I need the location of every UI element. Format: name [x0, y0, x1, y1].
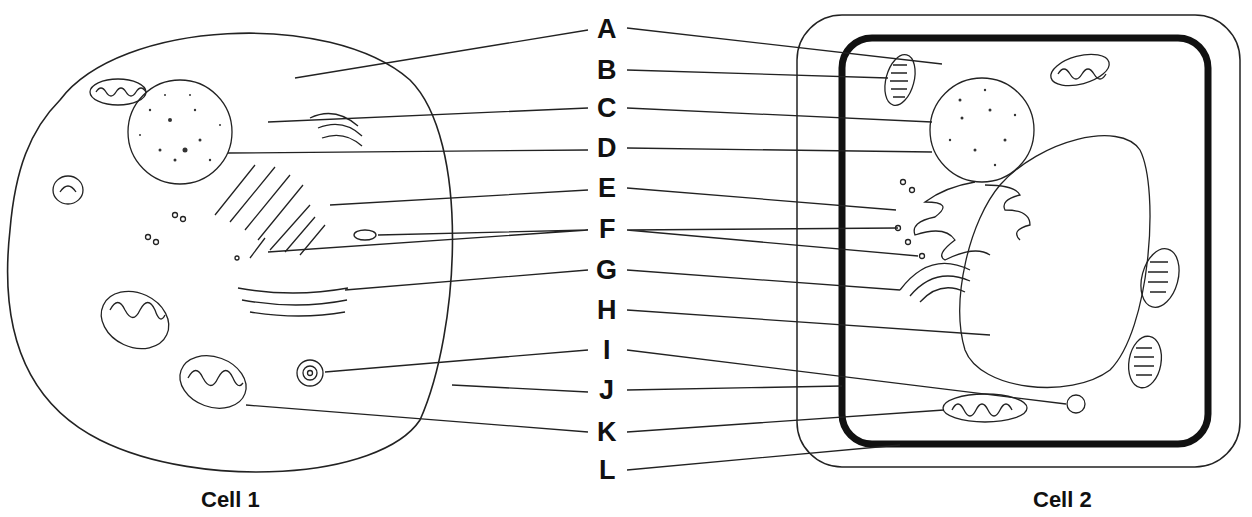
callout-letter: K — [597, 419, 617, 446]
callout-letter: I — [603, 337, 611, 364]
callout-letter: B — [597, 57, 617, 84]
callout-letter: E — [598, 175, 616, 202]
callout-letter: F — [599, 216, 616, 243]
cell-caption: Cell 1 — [201, 489, 260, 511]
callout-letter: A — [597, 16, 617, 43]
callout-letter: D — [597, 135, 617, 162]
cell-caption: Cell 2 — [1033, 489, 1092, 511]
callout-letter: C — [597, 95, 617, 122]
callout-letter: J — [599, 377, 614, 404]
callout-letter: H — [597, 297, 617, 324]
callout-letter: G — [596, 257, 617, 284]
callout-letter: L — [599, 457, 616, 484]
